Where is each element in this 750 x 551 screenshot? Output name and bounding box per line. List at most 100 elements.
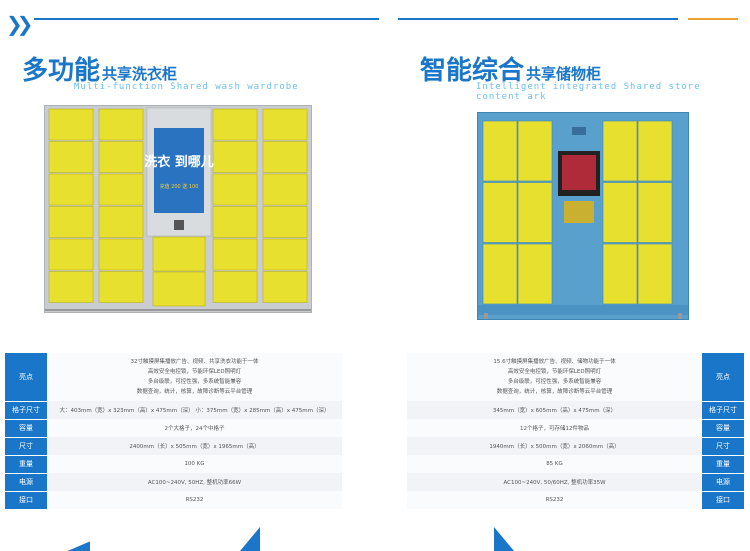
left-subtitle: Multi-function Shared wash wardrobe: [74, 82, 299, 92]
spec-value: 100 KG: [47, 455, 342, 473]
spec-label: 重量: [702, 455, 744, 474]
spec-value-line: 2个大格子，24个中格子: [164, 426, 225, 432]
screen-promo: 充值 200 送 100: [160, 183, 199, 190]
spec-value: 大：403mm（宽）x 323mm（高）x 475mm（深） 小：375mm（宽…: [47, 401, 342, 419]
locker-door: [48, 206, 94, 238]
spec-row: 85 KG 重量: [407, 455, 744, 474]
spec-label: 接口: [5, 491, 47, 510]
spec-value: 2个大格子，24个中格子: [47, 419, 342, 437]
spec-value: 85 KG: [407, 455, 702, 473]
spec-label: 格子尺寸: [5, 401, 47, 420]
locker-door: [482, 120, 518, 182]
locker-door: [517, 120, 553, 182]
screen-ad-text: 洗衣 到哪儿: [144, 154, 214, 170]
corner-decoration-left: [0, 541, 90, 551]
spec-value-line: 100 KG: [184, 461, 205, 467]
locker-door: [517, 182, 553, 243]
left-title: 多功能共享洗衣柜: [22, 56, 178, 86]
locker-door: [48, 173, 94, 206]
locker-door: [482, 182, 518, 243]
spec-value: 1940mm（长）x 500mm（宽）x 2060mm（高）: [407, 437, 702, 455]
storage-locker-image: [477, 112, 689, 320]
spec-value-line: 345mm（宽）x 605mm（高）x 475mm（深）: [492, 408, 617, 414]
right-spec-table: 15.6寸触摸屏集播放广告、视频、储物功能于一体高效安全电控锁，节能环保LED照…: [407, 353, 744, 510]
locker-door: [262, 206, 308, 238]
locker-door: [637, 243, 673, 305]
spec-value-line: 数据查询，统计，核算，故障诊断等云平台管理: [136, 389, 253, 395]
spec-row: 12个格子，可存储12件物品容量: [407, 419, 744, 438]
locker-door: [98, 141, 144, 173]
locker-door: [48, 108, 94, 141]
locker-door: [602, 120, 638, 182]
spec-value: AC100~240V, 50HZ, 整机功率66W: [47, 473, 342, 491]
locker-door: [602, 243, 638, 305]
locker-door: [98, 206, 144, 238]
locker-door: [212, 173, 258, 206]
spec-value-line: 1940mm（长）x 500mm（宽）x 2060mm（高）: [489, 444, 620, 450]
locker-door: [517, 243, 553, 305]
right-subtitle: Intelligent integrated Shared store cont…: [476, 82, 701, 102]
locker-door: [98, 271, 144, 303]
locker-door: [212, 141, 258, 173]
spec-label: 容量: [5, 419, 47, 438]
header-line-left: [34, 18, 379, 20]
locker-door: [212, 271, 258, 303]
spec-value-line: 12个格子，可存储12件物品: [520, 426, 589, 432]
corner-decoration-mid: [240, 527, 260, 551]
locker-door: [262, 173, 308, 206]
locker-door: [212, 206, 258, 238]
spec-value-line: RS232: [185, 497, 204, 503]
locker-door: [262, 271, 308, 303]
locker-door: [98, 238, 144, 271]
spec-value: 2400mm（长）x 505mm（宽）x 1965mm（高）: [47, 437, 342, 455]
spec-value: AC100~240V, 50/60HZ, 整机功率35W: [407, 473, 702, 491]
spec-row: 接口 RS232: [5, 491, 342, 510]
spec-value: 345mm（宽）x 605mm（高）x 475mm（深）: [407, 401, 702, 419]
locker-door: [48, 271, 94, 303]
locker-door: [637, 120, 673, 182]
spec-row: 1940mm（长）x 500mm（宽）x 2060mm（高） 尺寸: [407, 437, 744, 456]
locker-door: [48, 238, 94, 271]
spec-value: RS232: [407, 491, 702, 509]
right-title: 智能综合共享储物柜: [420, 56, 602, 86]
locker-door: [152, 271, 206, 307]
locker-door: [637, 182, 673, 243]
locker-door: [48, 141, 94, 173]
locker-door: [152, 236, 206, 272]
spec-value: 32寸触摸屏集播放广告、视频、共享洗衣功能于一体高效安全电控锁，节能环保LED照…: [47, 353, 342, 401]
locker-door: [262, 108, 308, 141]
header-accent-line: [688, 18, 738, 20]
spec-value-line: 多台级联，可控性强，多系统智能兼容: [507, 379, 602, 385]
spec-value-line: 高效安全电控锁，节能环保LED照明灯: [507, 369, 602, 375]
spec-value: RS232: [47, 491, 342, 509]
spec-value-line: 32寸触摸屏集播放广告、视频、共享洗衣功能于一体: [130, 359, 259, 365]
spec-value-line: 数据查询，统计，核算，故障诊断等云平台管理: [496, 389, 613, 395]
locker-door: [212, 238, 258, 271]
spec-label: 格子尺寸: [702, 401, 744, 420]
spec-label: 尺寸: [702, 437, 744, 456]
locker-door: [262, 141, 308, 173]
locker-door: [212, 108, 258, 141]
corner-decoration-right: [494, 527, 514, 551]
locker-door: [98, 108, 144, 141]
spec-label: 亮点: [702, 353, 744, 402]
wash-locker-image: 洗衣 到哪儿 充值 200 送 100: [44, 105, 312, 313]
spec-row: 345mm（宽）x 605mm（高）x 475mm（深） 格子尺寸: [407, 401, 744, 420]
spec-value-line: RS232: [545, 497, 564, 503]
spec-value: 12个格子，可存储12件物品: [407, 419, 702, 437]
spec-row: 15.6寸触摸屏集播放广告、视频、储物功能于一体高效安全电控锁，节能环保LED照…: [407, 353, 744, 402]
spec-value: 15.6寸触摸屏集播放广告、视频、储物功能于一体高效安全电控锁，节能环保LED照…: [407, 353, 702, 401]
spec-value-line: 大：403mm（宽）x 323mm（高）x 475mm（深） 小：375mm（宽…: [59, 408, 330, 414]
spec-value-line: 85 KG: [546, 461, 563, 467]
header-line-right: [398, 18, 678, 20]
double-chevron-icon: ❯❯: [6, 12, 33, 36]
locker-door: [98, 173, 144, 206]
spec-label: 电源: [5, 473, 47, 492]
